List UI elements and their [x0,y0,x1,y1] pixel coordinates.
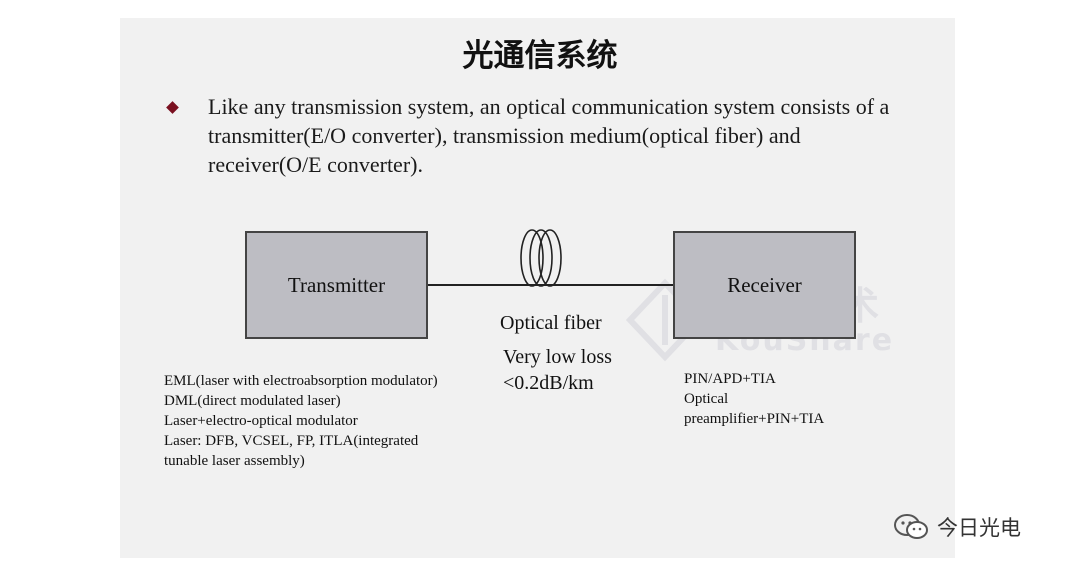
wechat-account-badge[interactable]: 今日光电 [893,512,1021,542]
receiver-box: Receiver [673,231,856,339]
fiber-label: Optical fiber [500,312,602,334]
slide-title: 光通信系统 [462,38,618,74]
receiver-note: Optical [684,391,729,407]
fiber-coil-icon [520,229,562,287]
receiver-label: Receiver [727,272,802,297]
receiver-note: PIN/APD+TIA [684,371,776,387]
loss-label-line1: Very low loss [503,346,612,368]
transmitter-box: Transmitter [245,231,428,339]
account-name: 今日光电 [937,516,1021,540]
transmitter-note: tunable laser assembly) [164,453,305,469]
transmitter-note: DML(direct modulated laser) [164,393,341,409]
loss-label-line2: <0.2dB/km [503,372,594,394]
transmitter-note: Laser: DFB, VCSEL, FP, ITLA(integrated [164,433,419,449]
bullet-text: Like any transmission system, an optical… [208,94,890,177]
transmitter-notes: EML(laser with electroabsorption modulat… [164,371,438,471]
receiver-note: preamplifier+PIN+TIA [684,411,825,427]
transmitter-label: Transmitter [287,272,386,297]
receiver-notes: PIN/APD+TIA Optical preamplifier+PIN+TIA [684,369,824,429]
transmitter-note: EML(laser with electroabsorption modulat… [164,373,438,389]
transmitter-note: Laser+electro-optical modulator [164,413,358,429]
wechat-icon [894,514,928,539]
